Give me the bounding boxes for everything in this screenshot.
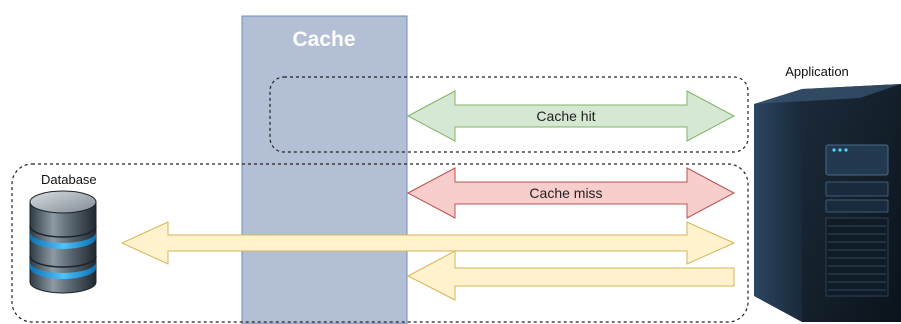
server-tower-icon xyxy=(754,84,901,322)
cache-hit-boundary xyxy=(269,76,749,153)
cache-miss-arrow xyxy=(406,167,736,219)
cache-miss-boundary xyxy=(11,163,749,323)
application-label: Application xyxy=(785,64,849,79)
cache-hit-label: Cache hit xyxy=(536,108,595,124)
cache-miss-label: Cache miss xyxy=(529,185,602,201)
application-to-cache-arrow xyxy=(406,250,735,301)
database-label: Database xyxy=(41,172,97,187)
cache-layer xyxy=(241,15,408,324)
database-application-arrow xyxy=(120,221,736,265)
cache-hit-arrow xyxy=(406,90,736,142)
cache-title: Cache xyxy=(292,28,355,51)
database-cylinder-icon xyxy=(29,190,97,294)
